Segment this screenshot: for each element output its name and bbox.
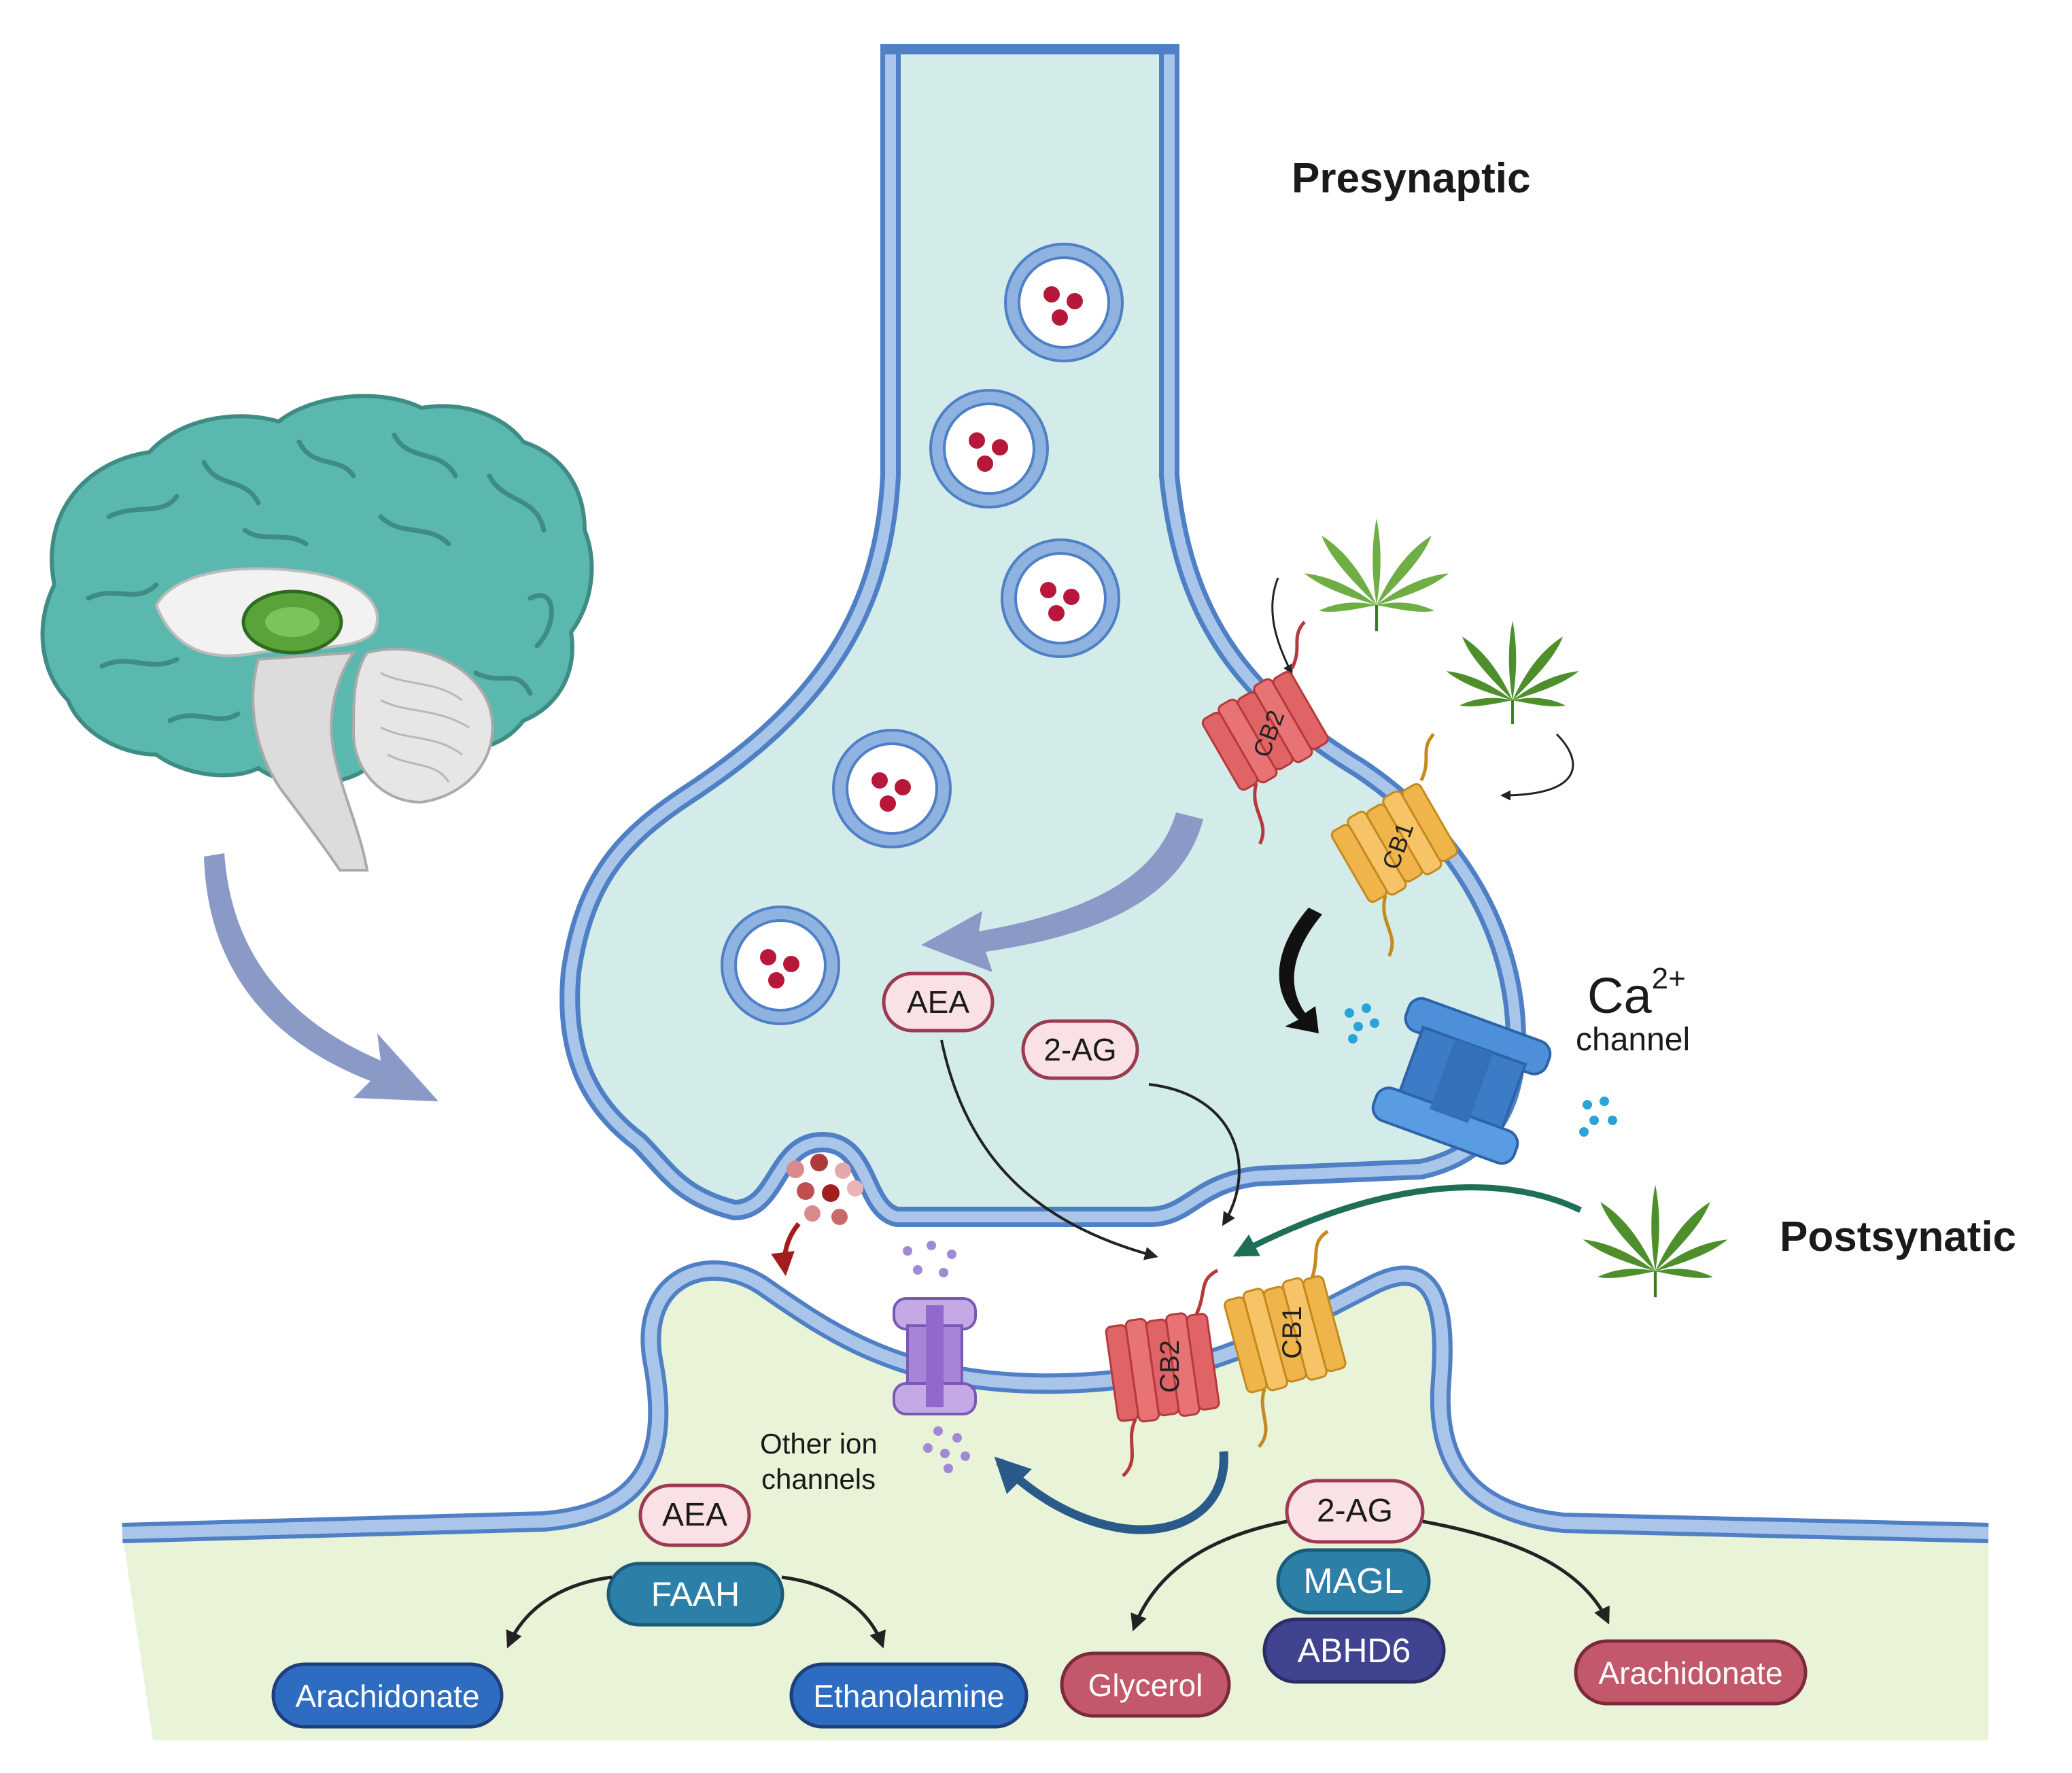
calcium-ions [1345, 1003, 1617, 1137]
metabolism-arrow [1422, 1519, 1610, 1625]
faah-label: FAAH [651, 1575, 740, 1613]
post-2ag-pill: 2-AG [1285, 1479, 1425, 1544]
vesicle-icon [1004, 243, 1124, 362]
metabolism-arrow [506, 1575, 612, 1649]
magl-label: MAGL [1303, 1562, 1403, 1601]
magl-enzyme: MAGL [1276, 1548, 1431, 1615]
post-2ag-label: 2-AG [1317, 1493, 1393, 1529]
metabolism-arrow [781, 1575, 886, 1649]
post-cb2-receptor: CB2 [1105, 1269, 1220, 1477]
retrograde-arrow [1148, 1083, 1241, 1226]
post-cb1-receptor: CB1 [1224, 1230, 1347, 1448]
ca-main-label: Ca [1587, 967, 1652, 1024]
abhd6-enzyme: ABHD6 [1262, 1617, 1446, 1684]
arachidonate-left: Arachidonate [271, 1662, 504, 1729]
pre-cb2-receptor: CB2 [1201, 621, 1329, 845]
vesicle-icon [929, 389, 1049, 509]
abhd6-label: ABHD6 [1298, 1632, 1411, 1670]
other-ion-label-2: channels [761, 1463, 876, 1495]
ligand-arrow [1500, 733, 1574, 801]
metabolism-arrow [1130, 1519, 1288, 1632]
glycerol-label: Glycerol [1088, 1668, 1203, 1703]
ligand-arrow [1271, 577, 1293, 675]
ca-label: Ca2+ [1587, 962, 1686, 1024]
neurotransmitter-release [771, 1154, 863, 1276]
ca-channel-label: channel [1576, 1022, 1690, 1058]
postsynaptic-label: Postsynatic [1780, 1213, 2016, 1260]
ethanolamine-label: Ethanolamine [813, 1679, 1004, 1714]
post-cb2-label: CB2 [1155, 1340, 1185, 1393]
cannabis-to-cb2-arrow [1232, 1184, 1582, 1257]
post-cb1-label: CB1 [1277, 1306, 1307, 1359]
vesicle-icon [1001, 538, 1120, 658]
signal-arrow [1279, 908, 1322, 1033]
brain-icon [40, 394, 594, 872]
pre-cb1-receptor: CB1 [1330, 733, 1458, 957]
retrograde-arrow [940, 1039, 1158, 1260]
vesicle-icon [832, 729, 952, 848]
arachidonate-left-label: Arachidonate [295, 1679, 479, 1714]
ions-dots [903, 1241, 970, 1473]
pre-2ag-label: 2-AG [1043, 1032, 1116, 1067]
ion-channel-arrow [994, 1451, 1228, 1534]
post-aea-pill: AEA [638, 1483, 751, 1547]
other-ion-label-1: Other ion [760, 1428, 878, 1460]
arachidonate-right-label: Arachidonate [1598, 1655, 1782, 1691]
cannabis-leaf-icon [1583, 1185, 1728, 1298]
release-arrow [921, 812, 1203, 972]
pre-aea-label: AEA [907, 984, 969, 1020]
ethanolamine: Ethanolamine [789, 1662, 1029, 1729]
pre-aea-pill: AEA [882, 971, 995, 1033]
presynaptic-label: Presynaptic [1292, 155, 1531, 202]
brain-zoom-arrow [204, 853, 438, 1101]
glycerol: Glycerol [1060, 1651, 1231, 1718]
ca-superscript: 2+ [1652, 962, 1686, 995]
post-aea-label: AEA [662, 1497, 727, 1533]
pre-2ag-pill: 2-AG [1021, 1019, 1139, 1080]
ion-channel-icon [893, 1297, 977, 1415]
arachidonate-right: Arachidonate [1574, 1639, 1808, 1706]
cannabis-leaf-icon [1305, 519, 1449, 632]
vesicle-icon [721, 906, 840, 1025]
ca-channel [1371, 997, 1552, 1165]
cannabis-leaf-icon [1445, 619, 1581, 726]
faah-enzyme: FAAH [606, 1562, 784, 1627]
